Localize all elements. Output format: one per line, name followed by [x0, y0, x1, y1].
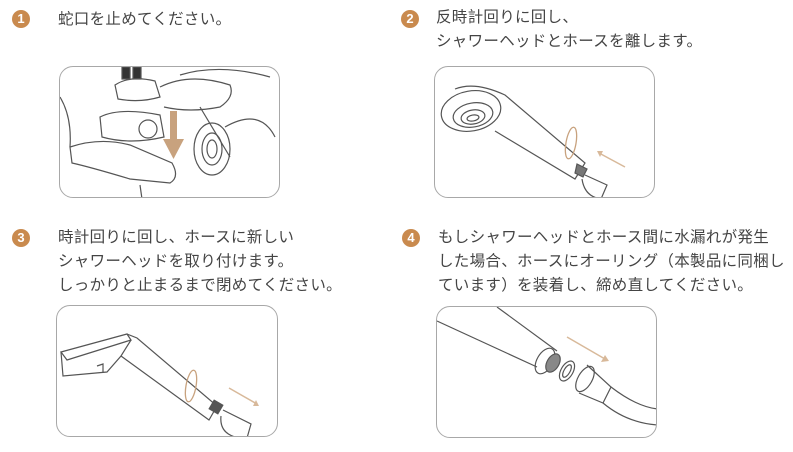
- step-instruction: 反時計回りに回し、 シャワーヘッドとホースを離します。: [436, 5, 702, 53]
- faucet-turn-off-illustration: [59, 66, 280, 198]
- faucet-icon: [60, 67, 276, 197]
- instruction-line: ています）を装着し、締め直してください。: [438, 276, 754, 294]
- o-ring-install-illustration: [436, 306, 657, 438]
- step-number-badge: 1: [12, 10, 30, 28]
- instruction-line: した場合、ホースにオーリング（本製品に同梱し: [438, 252, 785, 270]
- step-instruction: 時計回りに回し、ホースに新しい シャワーヘッドを取り付けます。 しっかりと止まる…: [58, 225, 342, 297]
- instruction-line: もしシャワーヘッドとホース間に水漏れが発生: [438, 228, 770, 246]
- step-instruction: もしシャワーヘッドとホース間に水漏れが発生 した場合、ホースにオーリング（本製品…: [438, 225, 785, 297]
- instruction-line: シャワーヘッドを取り付けます。: [58, 252, 294, 270]
- o-ring-icon: [437, 307, 656, 426]
- instruction-line: 時計回りに回し、ホースに新しい: [58, 228, 295, 246]
- showerhead-icon: [440, 85, 626, 197]
- step-number-badge: 2: [401, 10, 419, 28]
- showerhead-icon: [59, 333, 259, 436]
- instruction-line: 蛇口を止めてください。: [58, 10, 232, 28]
- showerhead-attach-illustration: [56, 305, 278, 437]
- instruction-line: 反時計回りに回し、: [436, 8, 579, 26]
- showerhead-detach-illustration: [434, 66, 655, 198]
- instruction-line: シャワーヘッドとホースを離します。: [436, 32, 703, 50]
- instruction-line: しっかりと止まるまで閉めてください。: [58, 276, 342, 294]
- step-number-badge: 3: [12, 229, 30, 247]
- step-number-badge: 4: [402, 229, 420, 247]
- step-instruction: 蛇口を止めてください。: [58, 7, 231, 31]
